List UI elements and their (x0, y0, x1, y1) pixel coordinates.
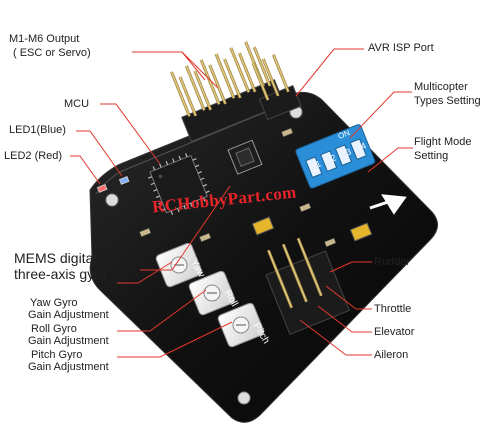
mount-hole-left (105, 193, 119, 207)
yaw-potentiometer (155, 242, 203, 288)
label-led1: LED1(Blue) (9, 124, 66, 136)
label-roll-gain-adjustment: Gain Adjustment (28, 335, 109, 347)
label-pitch-gyro: Pitch Gyro (31, 349, 83, 361)
led-blue (118, 175, 130, 185)
callout-aileron (299, 319, 372, 356)
label-throttle: Throttle (374, 303, 412, 315)
label-rudder: Rudder (374, 256, 411, 268)
label-setting: Setting (414, 150, 449, 162)
tantalum-cap-2 (349, 222, 373, 242)
callout-led1 (76, 130, 123, 177)
callout-flight (367, 147, 413, 173)
pitch-potentiometer (217, 302, 265, 348)
label-mcu: MCU (64, 98, 90, 110)
led-red (96, 183, 108, 193)
label-yaw-gain-adjustment: Gain Adjustment (28, 309, 109, 321)
label-elevator: Elevator (374, 326, 415, 338)
callout-yaw (117, 261, 173, 284)
dip-switch (295, 124, 376, 189)
callout-roll (117, 289, 207, 332)
callout-lines (70, 48, 413, 358)
mcu-chip (147, 153, 210, 215)
callout-multicopter (349, 91, 412, 139)
label-led2: LED2 (Red) (4, 150, 63, 162)
label-roll-gyro: Roll Gyro (31, 323, 77, 335)
roll-potentiometer (188, 270, 236, 316)
callout-throttle (325, 285, 372, 310)
label-types-setting: Types Setting (414, 95, 481, 107)
callout-elevator (317, 305, 372, 333)
callout-gyro (140, 185, 231, 271)
label-three-axis-gyro: three-axis gyro (14, 266, 107, 282)
label-pitch-gain-adjustment: Gain Adjustment (28, 361, 109, 373)
callout-pitch (117, 321, 233, 358)
label-multicopter: Multicopter (414, 81, 468, 93)
tantalum-cap (251, 216, 275, 236)
callout-mcu (100, 103, 161, 165)
isp-header (251, 54, 302, 121)
gyro-chip (227, 139, 263, 175)
callout-led2 (70, 155, 101, 185)
direction-arrow-icon (369, 194, 407, 215)
label-avr-isp-port: AVR ISP Port (368, 42, 434, 54)
label-yaw-gyro: Yaw Gyro (30, 297, 78, 309)
mount-hole-bottom (237, 391, 251, 405)
label-aileron: Aileron (374, 349, 409, 361)
callout-m1m6 (132, 51, 219, 89)
label-flight-mode: Flight Mode (414, 136, 472, 148)
label-mems-digital: MEMS digital (14, 250, 97, 266)
callout-avr (295, 48, 364, 97)
label-esc-or-servo: ( ESC or Servo) (13, 47, 91, 59)
label-m1-m6-output: M1-M6 Output (9, 33, 80, 45)
callout-rudder (329, 261, 372, 273)
